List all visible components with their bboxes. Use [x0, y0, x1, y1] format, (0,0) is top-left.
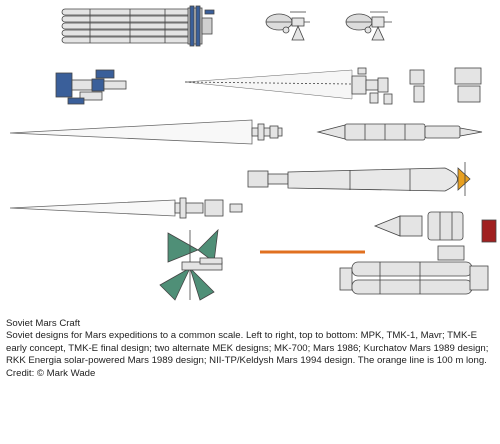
- mek-craft-1: [9, 119, 283, 145]
- spacecraft-illustration: [9, 5, 497, 301]
- tmke-early-craft: [55, 69, 127, 105]
- caption-title: Soviet Mars Craft: [6, 318, 81, 329]
- energia-solar-1989-craft: [159, 228, 223, 301]
- tmk1-craft: [265, 11, 310, 41]
- mpk-craft: [61, 5, 215, 47]
- mk700-craft: [247, 162, 471, 196]
- mek-craft-2: [316, 123, 483, 141]
- caption-credit: Credit: © Mark Wade: [6, 367, 96, 379]
- mars1986-craft: [9, 197, 243, 219]
- keldysh-1994-craft: [339, 245, 489, 295]
- caption: Soviet Mars Craft Soviet designs for Mar…: [6, 318, 494, 380]
- tmke-final-craft: [184, 67, 482, 105]
- mavr-craft: [345, 11, 392, 41]
- caption-description: Soviet designs for Mars expeditions to a…: [6, 330, 489, 367]
- kurchatov-1989-craft: [373, 211, 497, 243]
